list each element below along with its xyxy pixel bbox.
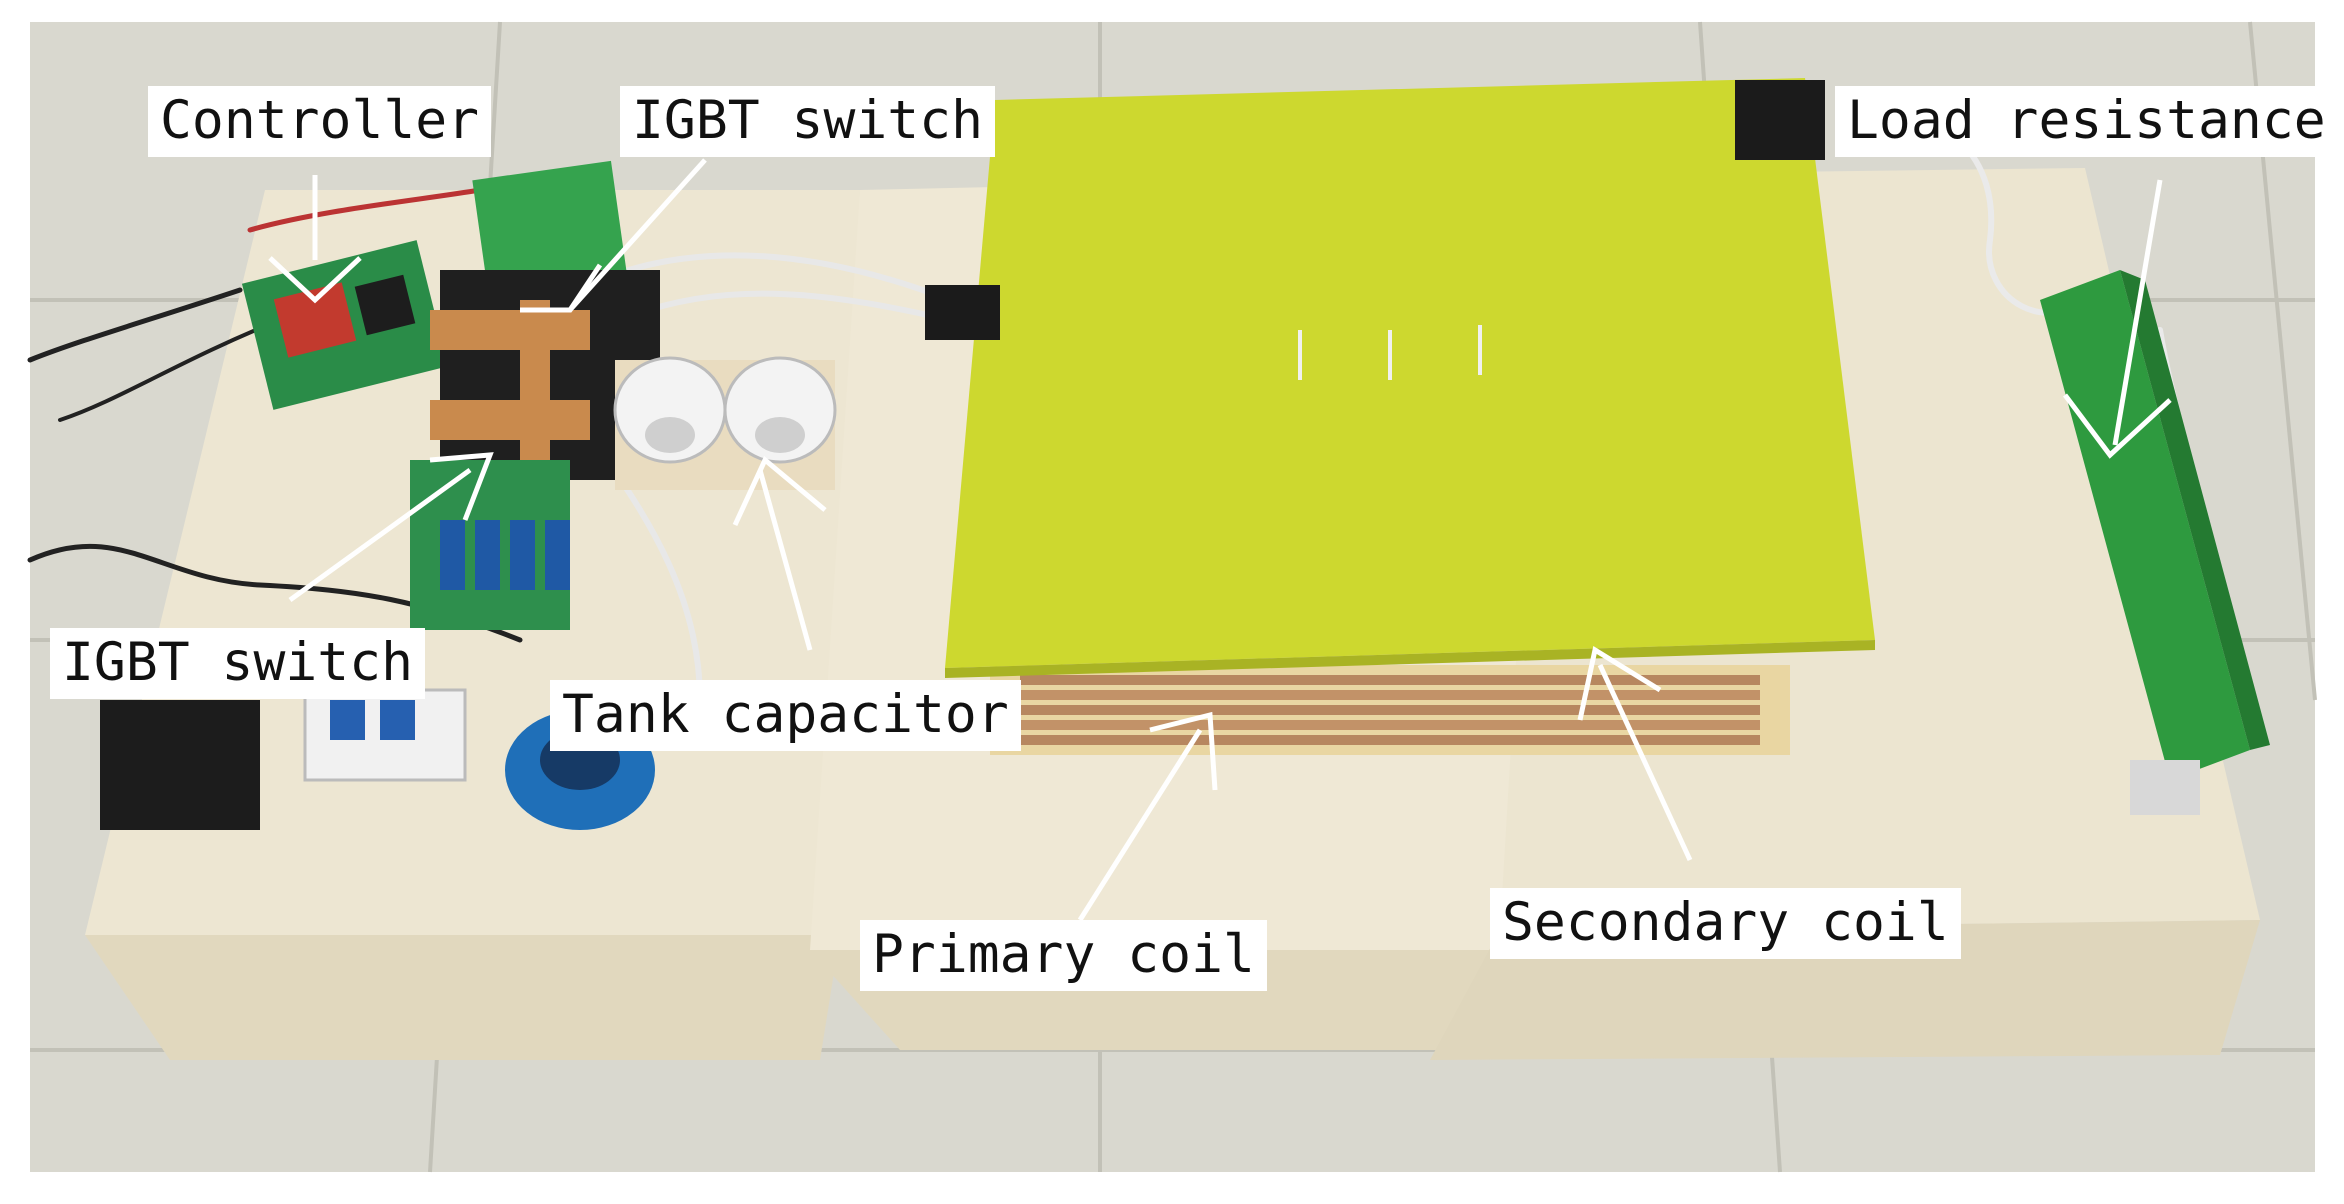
secondary-coil-board	[945, 78, 1875, 668]
coil-stack	[990, 665, 1790, 755]
lower-left-components	[100, 688, 655, 830]
label-igbt-switch-top: IGBT switch	[620, 86, 995, 157]
label-load-resistance: Load resistance	[1835, 86, 2338, 157]
load-resistor	[2040, 270, 2270, 815]
board-bolts	[1298, 325, 1482, 380]
label-secondary-coil: Secondary coil	[1490, 888, 1961, 959]
terminal-blocks	[925, 80, 1825, 340]
label-controller: Controller	[148, 86, 492, 157]
label-primary-coil: Primary coil	[860, 920, 1267, 991]
annotation-arrows	[268, 158, 2172, 922]
tank-capacitors	[613, 356, 837, 490]
label-igbt-switch-bottom: IGBT switch	[50, 628, 425, 699]
igbt-driver-board	[410, 160, 660, 630]
secondary-board-edge	[945, 640, 1875, 678]
label-tank-capacitor: Tank capacitor	[550, 680, 1021, 751]
